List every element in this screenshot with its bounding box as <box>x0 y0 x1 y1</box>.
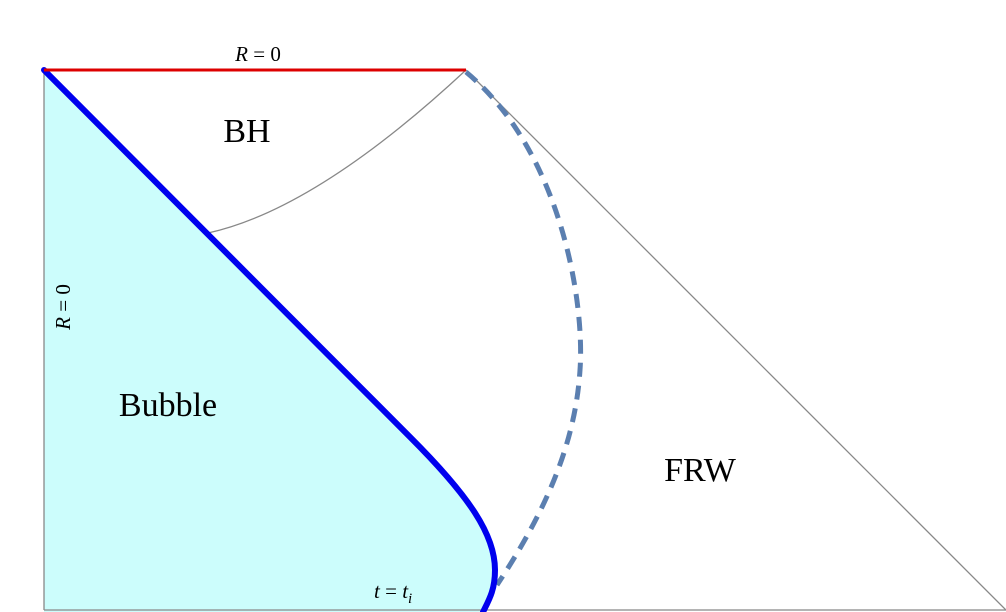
null-infinity-line <box>465 69 1006 611</box>
initial-time-label: t = ti <box>374 579 412 607</box>
bubble-region <box>44 70 495 612</box>
bubble-region-label: Bubble <box>119 387 217 424</box>
frw-region-label: FRW <box>664 452 737 489</box>
left-axis-label: R = 0 <box>51 284 75 331</box>
bubble-wall-curve <box>41 67 499 612</box>
dashed-curve <box>464 70 584 587</box>
bh-region-label: BH <box>223 113 270 150</box>
top-singularity-label: R = 0 <box>234 42 281 66</box>
horizon-curve <box>207 69 467 234</box>
